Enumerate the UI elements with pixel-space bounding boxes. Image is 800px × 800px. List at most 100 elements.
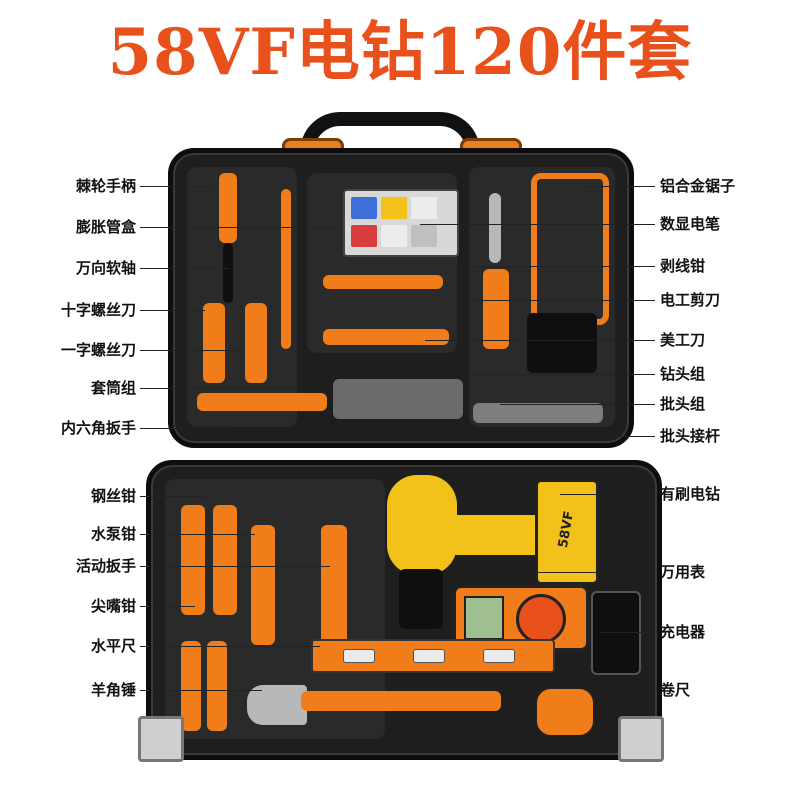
claw-hammer-head — [247, 685, 307, 725]
combination-pliers — [181, 505, 205, 615]
leader-line — [425, 340, 655, 341]
callout-label-right: 万用表 — [660, 563, 706, 581]
callout-label-left: 棘轮手柄 — [75, 177, 136, 195]
anchor-cell — [411, 197, 437, 219]
callout-label-left: 套筒组 — [90, 379, 136, 397]
leader-line — [500, 404, 655, 405]
leader-line — [140, 310, 205, 311]
page-title: 58VF电钻120件套 — [107, 15, 693, 90]
drill-chuck — [399, 569, 443, 629]
callout-label-left: 内六角扳手 — [60, 419, 136, 437]
anchor-box — [343, 189, 459, 257]
flexible-shaft — [281, 189, 291, 349]
anchor-cell — [351, 197, 377, 219]
callout-label-right: 剥线钳 — [660, 257, 706, 275]
aluminum-saw — [531, 173, 609, 325]
charger — [591, 591, 641, 675]
callout-label-left: 十字螺丝刀 — [60, 301, 136, 319]
leader-line — [140, 268, 230, 269]
drill-bit-set — [333, 379, 463, 419]
callout-label-right: 钻头组 — [660, 365, 706, 383]
leader-line — [140, 534, 255, 535]
callout-label-left: 活动扳手 — [75, 557, 136, 575]
callout-label-right: 有刷电钻 — [660, 485, 721, 503]
utility-knife — [323, 329, 449, 345]
leader-line — [140, 388, 330, 389]
callout-label-left: 万向软轴 — [75, 259, 136, 277]
leader-line — [520, 572, 655, 573]
leader-line — [140, 606, 195, 607]
level-vial — [413, 649, 445, 663]
leader-line — [140, 428, 230, 429]
anchor-cell — [381, 197, 407, 219]
bit-set — [473, 403, 603, 423]
leader-line — [140, 227, 340, 228]
leader-line — [470, 266, 655, 267]
callout-label-right: 批头组 — [660, 395, 706, 413]
callout-label-left: 羊角锤 — [90, 681, 136, 699]
anchor-cell — [351, 225, 377, 247]
callout-label-right: 铝合金锯子 — [660, 177, 736, 195]
screwdriver-shaft — [223, 243, 233, 303]
drill-battery: 58VF — [535, 479, 599, 585]
callout-label-left: 尖嘴钳 — [90, 597, 136, 615]
leader-line — [470, 300, 655, 301]
callout-label-right: 美工刀 — [660, 331, 706, 349]
leader-line — [460, 374, 655, 375]
leader-line — [600, 690, 655, 691]
level-vial — [483, 649, 515, 663]
hex-key-set — [197, 393, 327, 411]
battery-label: 58VF — [555, 509, 578, 550]
phillips-screwdriver — [203, 303, 225, 383]
callout-label-left: 水泵钳 — [90, 525, 136, 543]
leader-line — [500, 436, 655, 437]
callout-label-right: 充电器 — [660, 623, 706, 641]
needle-nose-pliers — [181, 641, 201, 731]
leader-line — [140, 566, 330, 567]
tape-measure — [535, 687, 595, 737]
drill-grip — [451, 515, 541, 555]
adjustable-wrench — [321, 525, 347, 645]
callout-label-right: 电工剪刀 — [660, 291, 721, 309]
leader-line — [140, 496, 205, 497]
callout-label-left: 水平尺 — [90, 637, 136, 655]
right-latch — [618, 716, 664, 762]
callout-label-right: 数显电笔 — [660, 215, 721, 233]
anchor-cell — [411, 225, 437, 247]
callout-label-right: 批头接杆 — [660, 427, 721, 445]
callout-label-left: 一字螺丝刀 — [60, 341, 136, 359]
leader-line — [140, 690, 262, 691]
needle-nose-pliers-handle — [207, 641, 227, 731]
water-pump-pliers — [251, 525, 275, 645]
leader-line — [140, 350, 245, 351]
callout-label-right: 卷尺 — [660, 681, 691, 699]
drill-body — [387, 475, 457, 575]
multimeter-dial — [516, 594, 566, 644]
callout-label-left: 钢丝钳 — [90, 487, 136, 505]
tool-case-base: 58VF — [146, 460, 662, 760]
leader-line — [600, 632, 655, 633]
flat-screwdriver — [245, 303, 267, 383]
leader-line — [585, 186, 655, 187]
leader-line — [420, 224, 655, 225]
left-latch — [138, 716, 184, 762]
screwdriver-tray — [187, 167, 297, 427]
anchor-cell — [381, 225, 407, 247]
leader-line — [140, 646, 320, 647]
leader-line — [140, 186, 210, 187]
leader-line — [560, 494, 655, 495]
callout-label-left: 膨胀管盒 — [75, 218, 136, 236]
voltage-tester — [489, 193, 501, 263]
wire-stripper — [323, 275, 443, 289]
tool-case-lid — [168, 148, 634, 448]
electrician-scissors — [483, 269, 509, 349]
multimeter — [453, 585, 589, 651]
combination-pliers-handle — [213, 505, 237, 615]
level-vial — [343, 649, 375, 663]
spirit-level — [311, 639, 555, 673]
multimeter-screen — [464, 596, 504, 640]
ratchet-handle — [219, 173, 237, 243]
saw-grip — [527, 313, 597, 373]
claw-hammer-handle — [301, 691, 501, 711]
